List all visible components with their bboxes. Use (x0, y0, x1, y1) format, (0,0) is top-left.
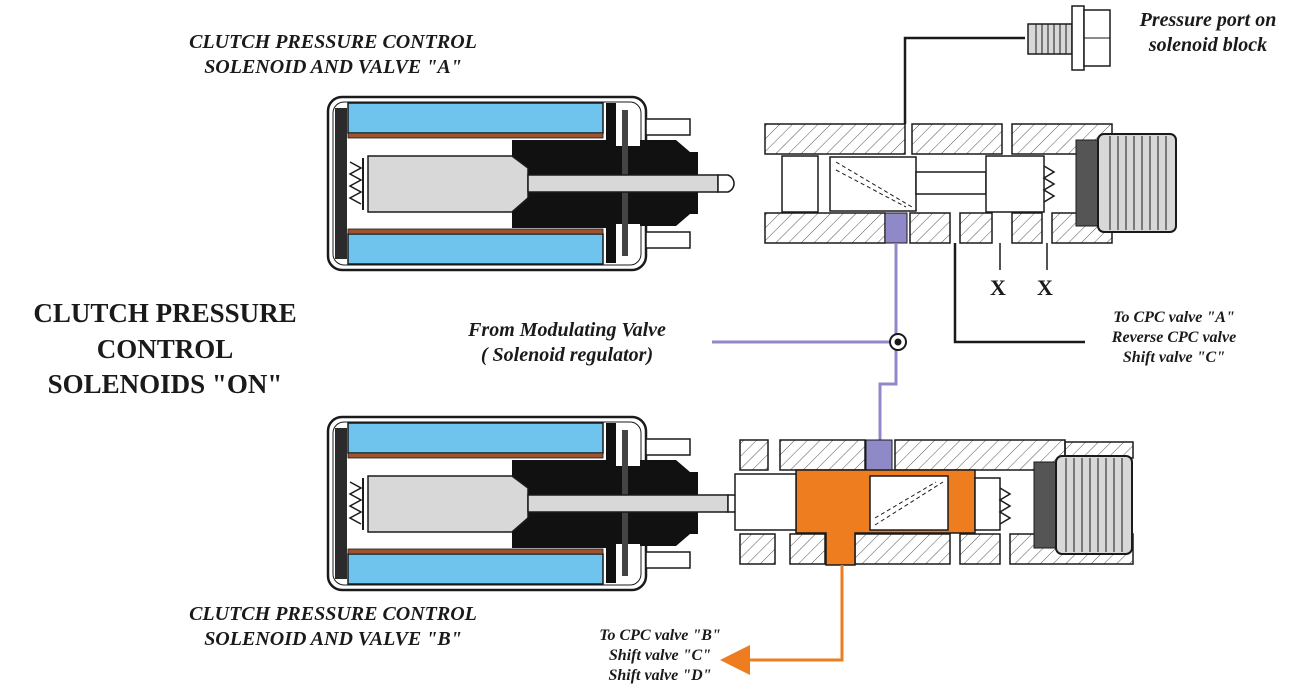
solenoid-a-label: CLUTCH PRESSURE CONTROL SOLENOID AND VAL… (118, 30, 548, 80)
modulating-valve-label: From Modulating Valve ( Solenoid regulat… (426, 318, 708, 368)
outputs-a-label-line2: Reverse CPC valve (1111, 329, 1237, 346)
outputs-b-label-line3: Shift valve "D" (608, 667, 712, 684)
pressure-port-fitting (1027, 5, 1111, 71)
outputs-a-label-line3: Shift valve "C" (1122, 349, 1226, 366)
outputs-b-label: To CPC valve "B" Shift valve "C" Shift v… (560, 626, 760, 686)
solenoid-b-label-line1: CLUTCH PRESSURE CONTROL (189, 603, 477, 625)
pressure-port-label-line2: solenoid block (1148, 34, 1268, 56)
solenoid-b (326, 415, 741, 592)
solenoid-b-label: CLUTCH PRESSURE CONTROL SOLENOID AND VAL… (118, 602, 548, 652)
solenoid-b-label-line2: SOLENOID AND VALVE "B" (204, 628, 462, 650)
solenoid-a (326, 95, 735, 272)
solenoid-a-label-line2: SOLENOID AND VALVE "A" (204, 56, 462, 78)
pressure-port-label: Pressure port on solenoid block (1100, 8, 1314, 58)
plunger-a (367, 155, 735, 213)
plunger-b (367, 475, 741, 533)
modulating-valve-label-line1: From Modulating Valve (468, 319, 666, 341)
coil-b-bottom (347, 548, 604, 585)
coil-a-bottom (347, 228, 604, 265)
coil-a-top (347, 102, 604, 139)
valve-body-a (712, 5, 1177, 440)
main-title-line3: SOLENOIDS "ON" (47, 369, 283, 400)
modulating-valve-label-line2: ( Solenoid regulator) (480, 344, 654, 366)
main-title: CLUTCH PRESSURE CONTROL SOLENOIDS "ON" (0, 296, 330, 403)
outputs-b-label-line2: Shift valve "C" (608, 647, 712, 664)
main-title-line1: CLUTCH PRESSURE (33, 298, 297, 328)
pressure-port-label-line1: Pressure port on (1139, 9, 1277, 31)
outputs-a-label: To CPC valve "A" Reverse CPC valve Shift… (1074, 308, 1274, 368)
exhaust-mark-1: X (990, 275, 1006, 300)
valve-body-b (720, 439, 1134, 675)
coil-b-top (347, 422, 604, 459)
exhaust-mark-2: X (1037, 275, 1053, 300)
main-title-line2: CONTROL (96, 333, 234, 364)
outputs-a-label-line1: To CPC valve "A" (1113, 309, 1235, 326)
solenoid-a-label-line1: CLUTCH PRESSURE CONTROL (189, 31, 477, 53)
outputs-b-label-line1: To CPC valve "B" (599, 627, 721, 644)
